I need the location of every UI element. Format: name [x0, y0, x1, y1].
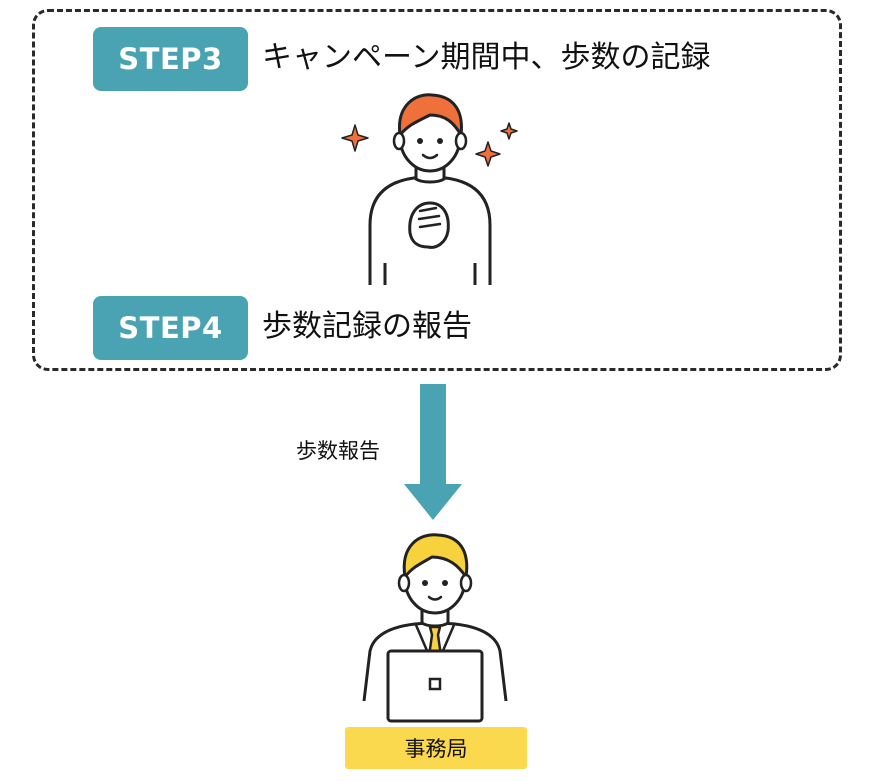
steps-group-frame — [32, 9, 842, 371]
step3-badge: STEP3 — [93, 27, 248, 91]
person-holding-phone-icon — [341, 93, 518, 285]
office-label: 事務局 — [345, 727, 527, 769]
step3-title: キャンペーン期間中、歩数の記録 — [262, 40, 711, 75]
sparkle-icon — [341, 122, 518, 167]
step4-badge: STEP4 — [93, 296, 248, 360]
step4-title: 歩数記録の報告 — [262, 309, 472, 344]
down-arrow-icon — [404, 384, 462, 520]
office-worker-laptop-icon — [362, 533, 508, 723]
arrow-label: 歩数報告 — [296, 439, 380, 463]
